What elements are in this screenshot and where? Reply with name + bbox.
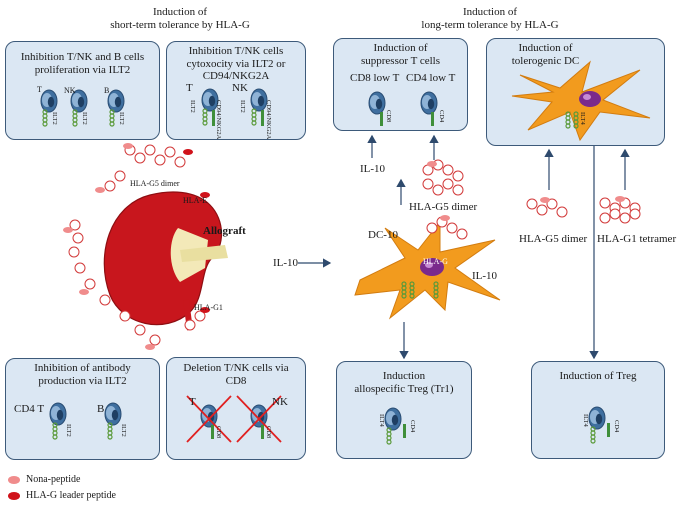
- hla-g1-tetramer-label: HLA-G1 tetramer: [597, 233, 677, 245]
- hla-g5-dimer-label: HLA-G5 dimer: [409, 201, 478, 213]
- legend-leader-peptide: HLA-G leader peptide: [8, 490, 116, 501]
- legend-label: Nona-peptide: [26, 474, 81, 485]
- receptor-label-ilt2: ILT2: [120, 424, 127, 437]
- receptor-label-cd4: CD4: [613, 420, 620, 433]
- receptor-label-ilt4: ILT4: [378, 414, 385, 427]
- il10-label-right: IL-10: [472, 270, 498, 282]
- cell-label-cd4-t: CD4 T: [14, 403, 45, 415]
- receptor-label-ilt2: ILT2: [239, 100, 246, 113]
- receptor-label-cd4: CD4: [409, 420, 416, 433]
- receptor-label-ilt2: ILT2: [189, 100, 196, 113]
- nona-peptide-swatch: [8, 475, 20, 484]
- cell-label-t: T: [189, 396, 196, 408]
- receptor-label-cd94: CD94/NKG2A: [265, 100, 272, 140]
- header-short-term: Induction of short-term tolerance by HLA…: [110, 6, 250, 31]
- deleted-nk-cell: [236, 395, 282, 443]
- receptor-label-ilt4: ILT4: [582, 414, 589, 427]
- cd8-low-t-cell: [368, 91, 386, 126]
- cell-label-nk: NK: [232, 82, 248, 94]
- cell-label-cd4-low-t: CD4 low T: [406, 72, 456, 84]
- receptor-label-cd8: CD8: [385, 110, 392, 123]
- panel-inhibition-cytotoxicity: Inhibition T/NK cells cytoxocity via ILT…: [166, 41, 306, 140]
- legend-label: HLA-G leader peptide: [26, 490, 116, 501]
- header-long-term: Induction of long-term tolerance by HLA-…: [421, 6, 559, 31]
- receptor-label-ilt2: ILT2: [51, 112, 58, 125]
- panel-deletion-t-nk: Deletion T/NK cells via CD8: [166, 357, 306, 460]
- cd4-t-cell: [49, 402, 67, 440]
- panel-title: Inhibition of antibody production via IL…: [34, 362, 131, 387]
- kidney-hla-g5-dimer-label: HLA-G5 dimer: [130, 179, 180, 188]
- allograft-label: Allograft: [203, 225, 246, 237]
- cell-label-cd8-low-t: CD8 low T: [350, 72, 400, 84]
- hla-g-molecules: [68, 144, 641, 346]
- receptor-label-cd94: CD94/NKG2A: [215, 100, 222, 140]
- panel-title: Induction of suppressor T cells: [360, 42, 441, 67]
- receptor-label-ilt2: ILT2: [65, 424, 72, 437]
- dc-10-cell: [354, 220, 501, 320]
- il10-label-up: IL-10: [360, 163, 386, 175]
- hla-g-dc-label: HLA-G: [423, 257, 448, 266]
- treg-cell: [588, 406, 610, 444]
- receptor-label-ilt2: ILT2: [81, 112, 88, 125]
- panel-title: Induction allospecific Treg (Tr1): [354, 370, 454, 395]
- panel-title: Induction of Treg: [559, 370, 637, 382]
- panel-title: Deletion T/NK cells via CD8: [183, 362, 289, 387]
- receptor-label-cd8: CD8: [265, 426, 272, 439]
- receptor-label-ilt4: ILT4: [579, 112, 586, 125]
- t-cell: [201, 88, 219, 126]
- il10-label-left: IL-10: [273, 257, 299, 269]
- dc10-label: DC-10: [368, 229, 398, 241]
- kidney-hla-g1-label: HLA-G1: [194, 303, 223, 312]
- receptor-label-cd4: CD4: [438, 110, 445, 123]
- panel-suppressor-t-cells: Induction of suppressor T cells: [333, 38, 468, 131]
- leader-peptide-swatch: [8, 491, 20, 500]
- arrows: [298, 134, 630, 360]
- panel-allospecific-treg: Induction allospecific Treg (Tr1): [336, 361, 472, 459]
- panel-title: Inhibition T/NK cells cytoxocity via ILT…: [186, 45, 286, 82]
- legend-nona-peptide: Nona-peptide: [8, 474, 80, 485]
- cd4-low-t-cell: [420, 91, 438, 126]
- b-cell: [104, 402, 122, 440]
- cell-label-b: B: [97, 403, 105, 415]
- hla-g5-dimer-label: HLA-G5 dimer: [519, 233, 588, 245]
- kidney-hla-e-label: HLA-E: [183, 196, 207, 205]
- nk-cell: [250, 88, 268, 126]
- deleted-t-cell: [186, 395, 232, 443]
- cell-label-t: T: [186, 82, 193, 94]
- receptor-label-ilt2: ILT2: [118, 112, 125, 125]
- cell-label-t: T: [37, 85, 42, 94]
- panel-title: Inhibition T/NK and B cells proliferatio…: [20, 51, 145, 76]
- cell-label-nk: NK: [64, 86, 76, 95]
- tolerogenic-dc: [511, 60, 651, 142]
- tr1-cell: [384, 407, 406, 445]
- receptor-label-cd8: CD8: [215, 426, 222, 439]
- cell-label-b: B: [104, 86, 110, 95]
- panel-title: Induction of tolerogenic DC: [511, 42, 580, 67]
- cell-label-nk: NK: [272, 396, 288, 408]
- leader-peptides: [183, 149, 210, 313]
- panel-inhibition-antibody: Inhibition of antibody production via IL…: [5, 358, 160, 460]
- nona-peptides: [63, 143, 625, 350]
- kidney-allograft: [103, 191, 228, 331]
